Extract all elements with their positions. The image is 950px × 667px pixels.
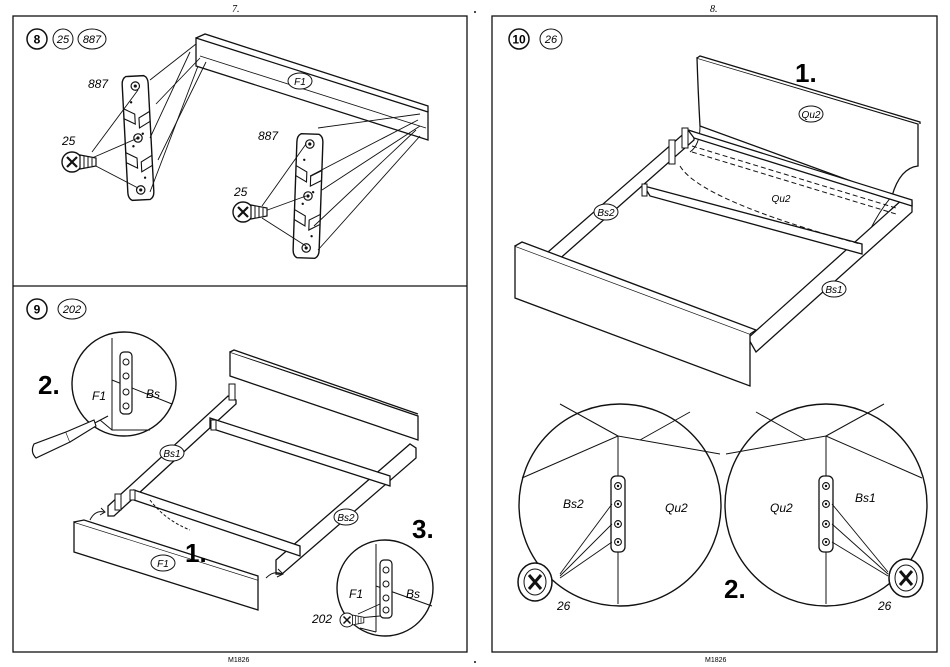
step-10-part-26: 26 [544,34,558,46]
step-10-stage-2: 2. [724,574,746,604]
label-detailR-bs1: Bs1 [855,491,876,505]
label-detail3-f1: F1 [349,587,363,601]
label-left-bs2: Bs2 [597,208,615,219]
step-8-bracket-right [293,134,323,259]
step-9-stage-3: 3. [412,514,434,544]
label-inner-qu2: Qu2 [772,194,791,205]
label-front-f1: F1 [157,559,169,570]
label-bracket-887-right: 887 [258,129,279,143]
step-10-header: 10 26 [509,29,562,49]
page-number-right: 8. [710,4,718,15]
page-number-left: 7. [232,4,240,15]
page-footer-left: M1826 [228,657,250,664]
label-bracket-887-left: 887 [88,77,109,91]
step-8-number: 8 [34,33,41,47]
step-8-part-887: 887 [83,34,102,46]
label-detailR-qu2: Qu2 [770,501,793,515]
label-detail3-bs: Bs [406,587,420,601]
label-detailL-qu2: Qu2 [665,501,688,515]
step-8-part-25: 25 [56,34,70,46]
step-10-number: 10 [512,33,526,47]
page-footer-right: M1826 [705,657,727,664]
label-detail-f1: F1 [92,389,106,403]
label-frame-bs2: Bs2 [337,513,355,524]
step-10-stage-1: 1. [795,58,817,88]
screw-26-left [518,563,552,601]
label-screw-25-right: 25 [233,185,248,199]
label-screw-25-left: 25 [61,134,76,148]
step-9-stage-2: 2. [38,370,60,400]
label-top-qu2: Qu2 [802,110,821,121]
step-8-leader-lines-right [262,114,420,250]
label-right-bs1: Bs1 [825,285,842,296]
label-panel-f1: F1 [294,77,306,88]
label-detail-bs: Bs [146,387,160,401]
step-9-stage-1: 1. [185,538,207,568]
label-detailL-bs2: Bs2 [563,497,584,511]
step-9-number: 9 [34,303,41,317]
screw-25-right [233,202,267,222]
screw-26-right [889,559,923,597]
step-9-header: 9 202 [27,299,86,319]
screw-25-left [62,152,96,172]
label-detailL-screw-26: 26 [556,599,571,613]
label-detailR-screw-26: 26 [877,599,892,613]
step-8-header: 8 25 887 [27,29,106,49]
label-detail3-screw-202: 202 [311,612,332,626]
step-8-panel-f1: F1 [196,34,428,140]
step-9-part-202: 202 [62,304,81,316]
label-frame-bs1: Bs1 [163,449,180,460]
